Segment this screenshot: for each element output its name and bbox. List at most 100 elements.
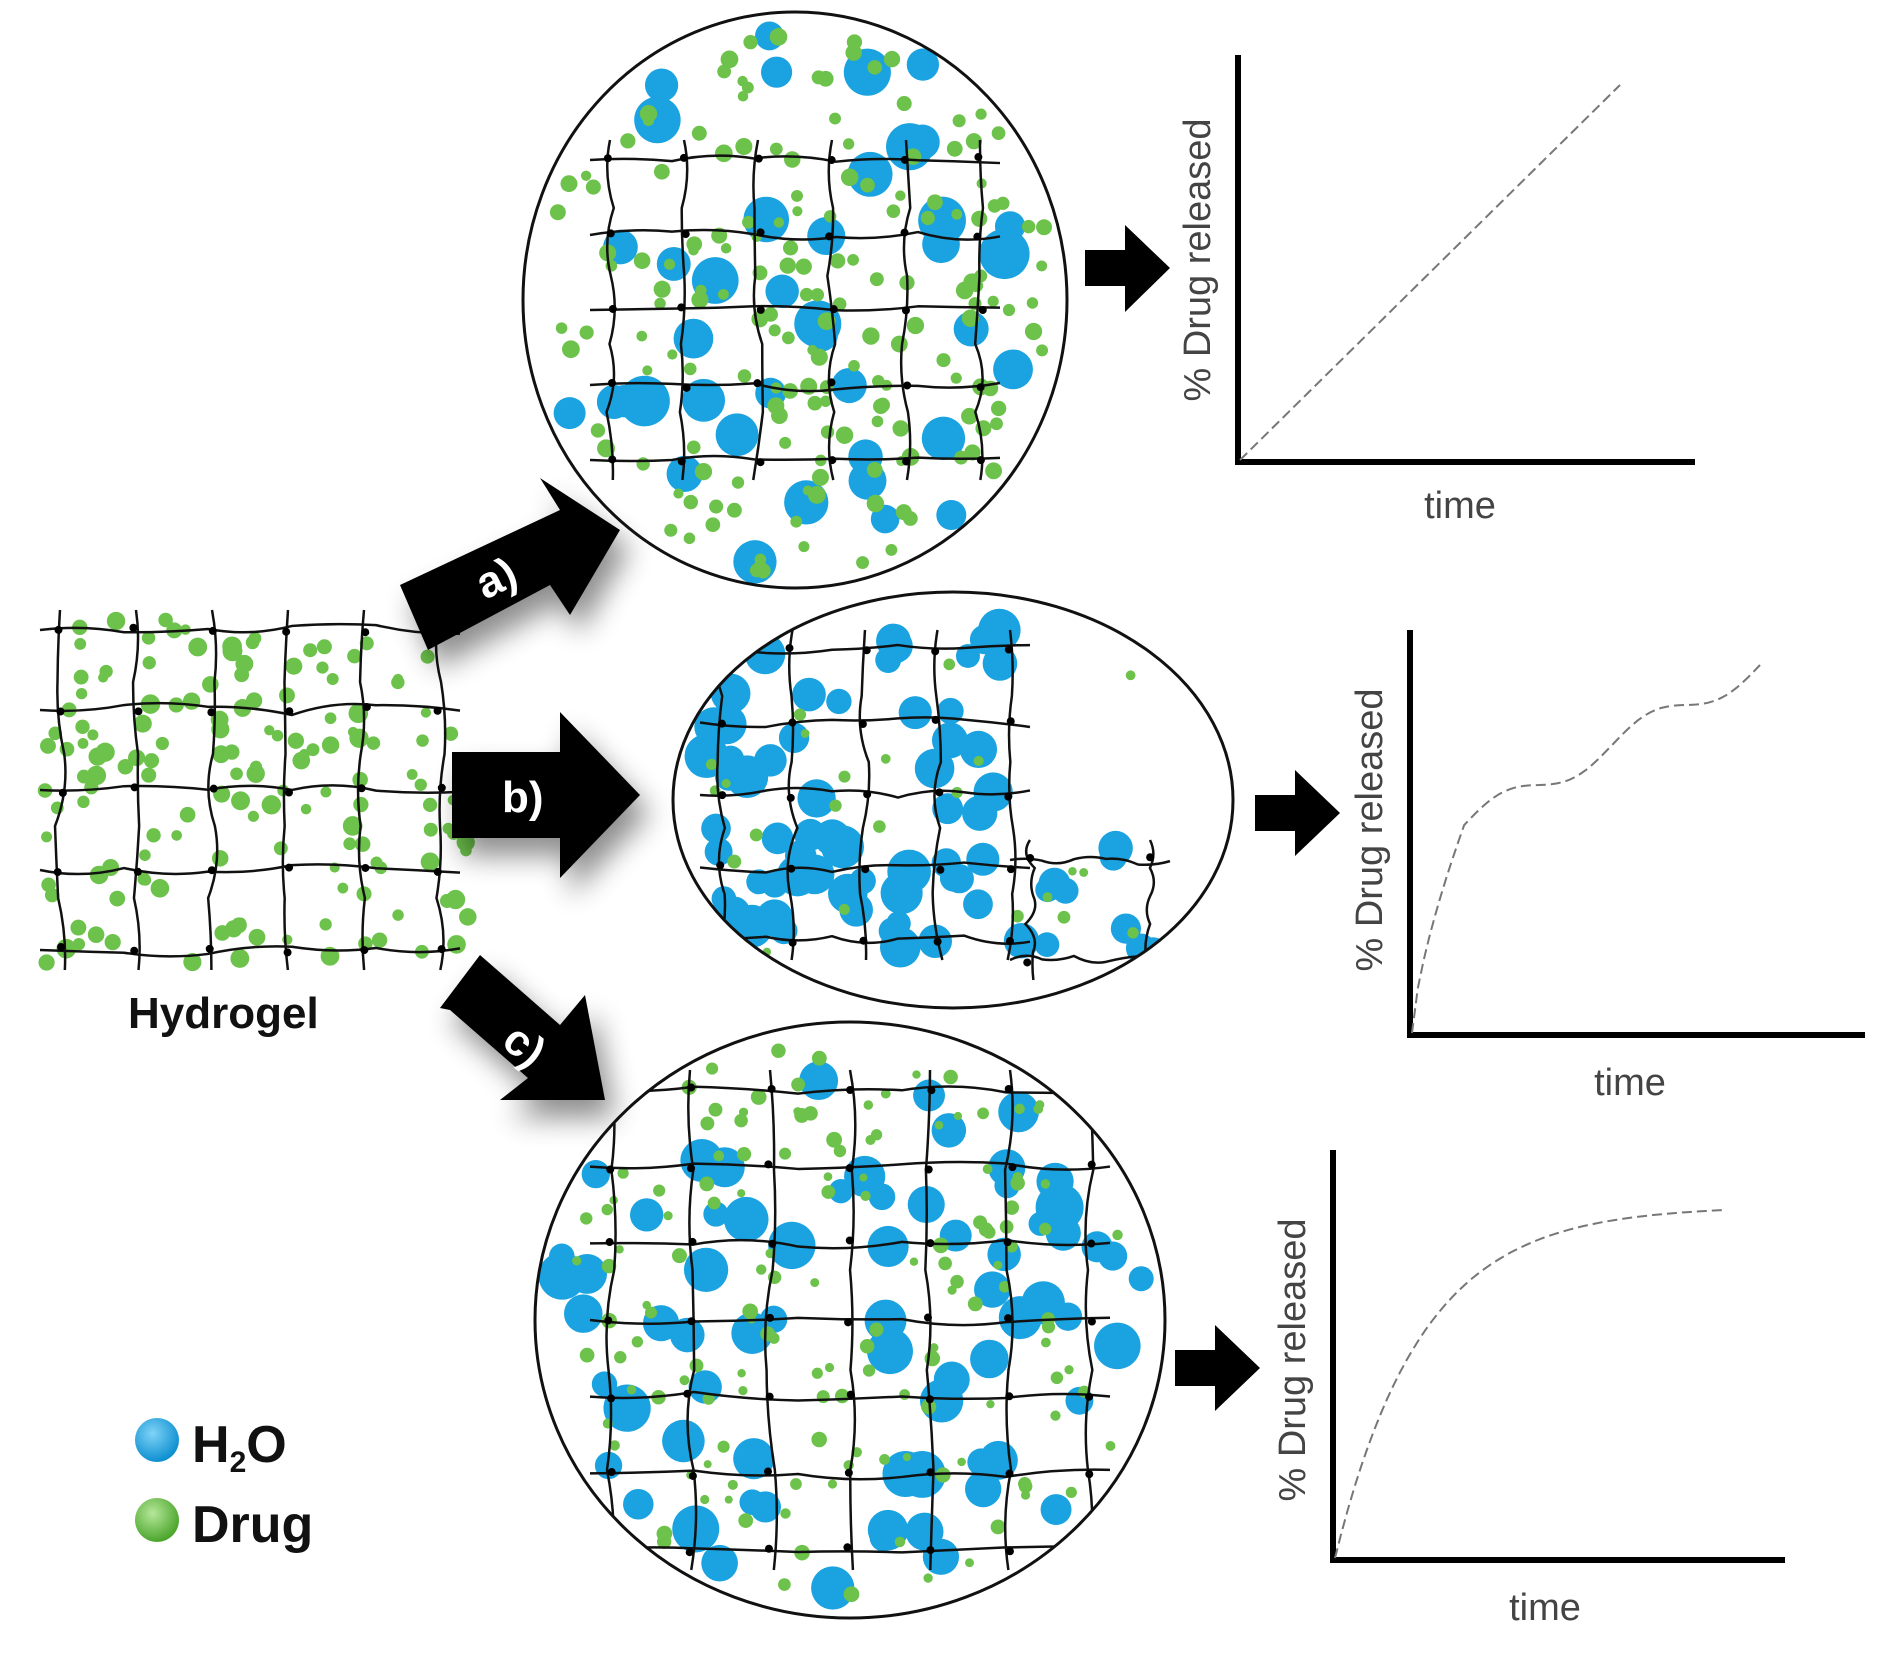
drug-particle: [811, 468, 829, 486]
drug-particle: [929, 1343, 939, 1353]
drug-particle: [838, 903, 850, 915]
drug-particle: [824, 1362, 835, 1373]
drug-particle: [736, 1147, 752, 1162]
water-droplet: [849, 867, 876, 895]
drug-particle: [214, 925, 231, 941]
drug-particle: [73, 669, 89, 685]
drug-particle: [261, 795, 282, 815]
polymer-strand: [131, 609, 141, 971]
drug-particle: [352, 771, 368, 788]
drug-particle: [353, 796, 369, 813]
water-droplet: [792, 677, 826, 712]
drug-particle: [1068, 866, 1077, 876]
drug-particle: [856, 556, 870, 570]
water-droplet: [706, 704, 747, 745]
water-droplet: [683, 1247, 729, 1292]
water-droplet: [1036, 1162, 1074, 1200]
drug-particle: [234, 667, 250, 683]
drug-particle: [906, 316, 925, 335]
drug-particle: [422, 797, 438, 812]
crosslink-node: [1085, 1392, 1094, 1401]
drug-particle: [840, 168, 859, 187]
drug-particle: [342, 816, 363, 836]
drug-particle: [977, 1107, 989, 1120]
drug-particle: [1042, 892, 1053, 903]
drug-particle: [870, 1129, 883, 1141]
crosslink-node: [900, 155, 909, 164]
drug-particle: [271, 729, 284, 742]
drug-particle: [886, 204, 901, 218]
drug-particle: [601, 1258, 617, 1274]
drug-particle: [802, 485, 813, 496]
drug-particle: [1036, 260, 1048, 272]
water-droplet: [553, 397, 586, 430]
drug-particle: [923, 1573, 933, 1583]
drug-particle: [653, 280, 671, 298]
crosslink-node: [788, 938, 797, 947]
drug-particle: [146, 828, 161, 843]
crosslink-node: [862, 646, 871, 655]
drug-particle: [248, 767, 264, 783]
water-droplet: [979, 228, 1030, 280]
arrow-b-label: b): [502, 773, 544, 822]
drug-particle: [982, 1164, 993, 1174]
crosslink-node: [978, 306, 987, 315]
arrow-b: b): [452, 712, 640, 878]
drug-particle: [359, 636, 374, 651]
drug-particle: [392, 909, 404, 921]
water-droplet: [973, 772, 1013, 812]
drug-particle: [987, 295, 999, 307]
crosslink-node: [788, 718, 797, 727]
water-droplet: [875, 647, 902, 674]
water-droplet: [703, 1201, 729, 1227]
polymer-strand: [1023, 839, 1037, 981]
drug-particle: [749, 828, 763, 842]
crosslink-node: [764, 1544, 773, 1553]
water-droplet: [761, 822, 794, 855]
crosslink-node: [902, 457, 911, 466]
crosslink-node: [284, 788, 293, 797]
crosslink-node: [605, 1238, 614, 1247]
drug-particle: [790, 515, 803, 528]
crosslink-node: [208, 626, 217, 635]
drug-particle: [971, 210, 988, 227]
crosslink-node: [926, 1546, 935, 1555]
polymer-strand: [1009, 855, 1171, 867]
drug-particle: [679, 1375, 690, 1386]
drug-particle: [823, 210, 837, 223]
drug-particle: [943, 1069, 958, 1085]
water-droplet: [731, 1312, 773, 1354]
drug-particle: [943, 658, 956, 671]
drug-particle: [70, 919, 87, 936]
drug-particle: [737, 1189, 746, 1198]
drug-particle: [938, 1256, 952, 1271]
water-droplet: [936, 499, 967, 530]
drug-particle: [1010, 1175, 1025, 1191]
drug-particle: [790, 1478, 802, 1490]
drug-particle: [76, 769, 91, 784]
water-droplet: [619, 375, 670, 427]
drug-particle: [601, 1203, 613, 1216]
drug-particle: [442, 822, 454, 835]
drug-particle: [791, 1077, 806, 1092]
crosslink-node: [54, 625, 63, 634]
drug-particle: [1079, 868, 1089, 877]
drug-particle: [756, 1264, 767, 1275]
drug-particle: [321, 736, 340, 754]
drug-particle: [782, 240, 799, 256]
drug-particle: [755, 563, 771, 579]
crosslink-node: [133, 867, 142, 876]
crosslink-node: [362, 703, 371, 712]
drug-particle: [99, 664, 113, 679]
drug-particle: [337, 882, 349, 894]
drug-particle: [370, 856, 383, 869]
crosslink-node: [973, 232, 982, 241]
drug-particle: [285, 657, 303, 675]
drug-particle: [188, 637, 208, 657]
water-droplet: [1021, 1281, 1065, 1325]
drug-particle: [899, 507, 911, 519]
water-droplet: [749, 1491, 781, 1523]
drug-particle: [896, 96, 912, 112]
arrow-a: a): [400, 478, 620, 650]
drug-particle: [1033, 1104, 1044, 1114]
